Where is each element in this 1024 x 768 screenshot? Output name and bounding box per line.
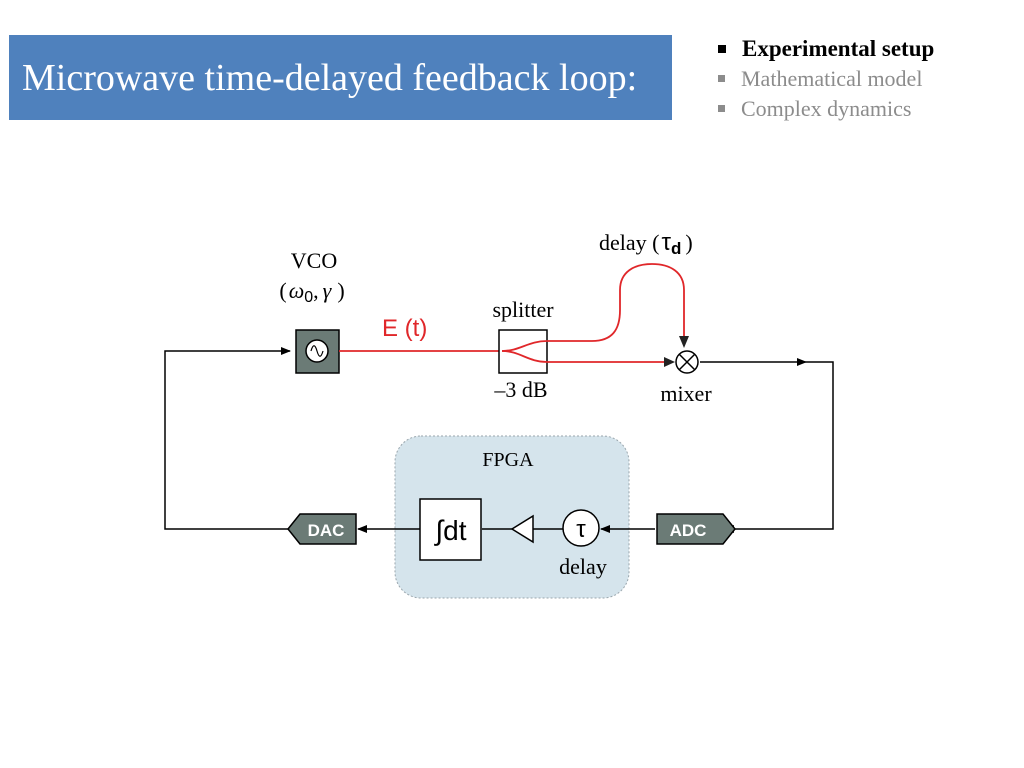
agenda-item-label: Mathematical model bbox=[741, 66, 923, 91]
fpga-delay-label: delay bbox=[559, 554, 607, 579]
delay-line-label: delay (τd) bbox=[599, 229, 693, 258]
square-bullet-icon bbox=[718, 105, 725, 113]
dac-label: DAC bbox=[308, 521, 345, 540]
sine-wave-icon bbox=[310, 345, 324, 357]
signal-label: E (t) bbox=[382, 315, 427, 342]
wire-right-down bbox=[724, 361, 834, 533]
amplifier-icon bbox=[510, 514, 534, 544]
agenda-list: Experimental setup Mathematical model Co… bbox=[718, 34, 934, 124]
agenda-item-label: Experimental setup bbox=[742, 36, 935, 61]
fpga-delay-icon bbox=[562, 509, 600, 547]
slide-title-bar: Microwave time-delayed feedback loop: bbox=[9, 35, 672, 120]
vco-label: VCO bbox=[291, 248, 337, 273]
integrator-block bbox=[419, 498, 482, 561]
delay-line-arrowhead bbox=[679, 336, 689, 348]
signal-mixer-arrowhead bbox=[664, 357, 675, 367]
wire-dac-to-left-loop bbox=[164, 347, 291, 530]
splitter-branch-down bbox=[501, 350, 548, 363]
agenda-item-complex-dynamics: Complex dynamics bbox=[718, 94, 934, 124]
agenda-item-experimental-setup: Experimental setup bbox=[718, 34, 934, 64]
fpga-label: FPGA bbox=[482, 449, 534, 471]
adc-block bbox=[656, 513, 736, 545]
mixer-cross-icon bbox=[678, 353, 696, 371]
square-bullet-icon bbox=[718, 75, 725, 83]
agenda-item-label: Complex dynamics bbox=[741, 96, 912, 121]
fpga-delay-symbol: τ bbox=[576, 516, 586, 543]
delay-line-path bbox=[547, 263, 685, 342]
slide-title: Microwave time-delayed feedback loop: bbox=[22, 56, 638, 99]
splitter-attenuation: –3 dB bbox=[493, 377, 547, 402]
dac-block bbox=[287, 513, 357, 545]
mixer-label: mixer bbox=[660, 381, 712, 406]
agenda-item-mathematical-model: Mathematical model bbox=[718, 64, 934, 94]
integrator-label: ∫dt bbox=[433, 515, 466, 546]
splitter-label: splitter bbox=[492, 297, 554, 322]
square-bullet-icon bbox=[718, 44, 726, 53]
vco-params: (ω0,γ) bbox=[279, 278, 344, 306]
adc-label: ADC bbox=[670, 521, 707, 540]
